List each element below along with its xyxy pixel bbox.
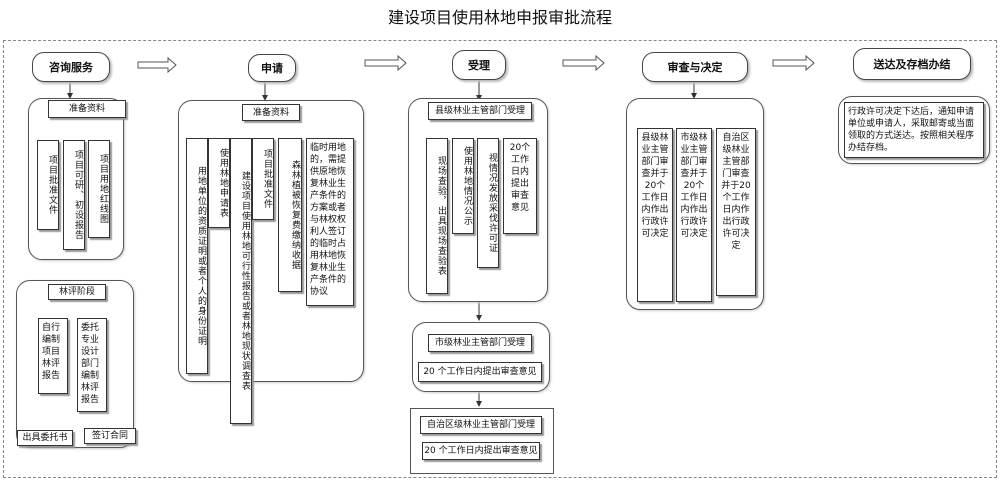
consult-assess-subitem: 出具委托书: [17, 430, 73, 446]
accept-county-item: 20个工作日内提出审查意见: [503, 138, 537, 234]
accept-county-item: 现场查验，出具现场查验表: [426, 138, 448, 294]
accept-region-title: 自治区级林业主管部门受理: [420, 416, 542, 434]
apply-item: 用地单位的资质证明或者个人的身份证明: [186, 138, 208, 374]
apply-temp-note: 临时用地的，需提供原地恢复林业生产条件的方案或者与林权权利人签订的临时占用林地恢…: [306, 138, 354, 306]
stage-consult: 咨询服务: [32, 52, 110, 82]
review-item: 市级林业主管部门审查并于20个工作日内作出行政许可决定: [676, 128, 712, 302]
accept-region-note: 20 个工作日内提出审查意见: [422, 442, 540, 460]
apply-item: 建设项目使用林地可行性报告或者林地现状调查表: [230, 138, 252, 424]
review-item: 自治区级林业主管部门审查并于20个工作日内作出行政许可决定: [716, 128, 756, 296]
stage-arrow-2: [364, 54, 407, 72]
stage-apply: 申请: [248, 54, 296, 82]
stage-deliver: 送达及存档办结: [853, 48, 971, 80]
accept-county-title: 县级林业主管部门受理: [428, 102, 532, 120]
review-item: 县级林业主管部门审查并于20个工作日内作出行政许可决定: [637, 128, 673, 302]
consult-prep-item: 项目批准文件: [37, 140, 59, 230]
consult-prep-item: 项目可研、初设报告: [63, 140, 85, 250]
stage-arrow-1: [137, 56, 177, 74]
consult-assess-subitem: 签订合同: [84, 428, 136, 444]
accept-city-title: 市级林业主管部门受理: [428, 334, 532, 352]
page-title: 建设项目使用林地申报审批流程: [387, 8, 612, 27]
consult-assess-group: [16, 280, 134, 448]
consult-assess-item: 自行编制项目林评报告: [38, 318, 68, 394]
apply-item: 项目批准文件: [252, 138, 274, 220]
consult-prep-title: 准备资料: [48, 100, 126, 118]
stage-accept: 受理: [452, 50, 506, 80]
stage-review: 审查与决定: [642, 52, 748, 82]
stage-arrow-4: [772, 54, 815, 72]
apply-item: 使用林地申请表: [208, 138, 230, 228]
consult-assess-title: 林评阶段: [48, 284, 106, 300]
apply-prep-title: 准备资料: [242, 104, 300, 121]
consult-assess-item: 委托专业设计部门编制林评报告: [77, 318, 107, 412]
accept-county-item: 视情况发放采伐许可证: [477, 138, 499, 268]
accept-city-note: 20 个工作日内提出审查意见: [418, 362, 542, 382]
accept-county-item: 使用林地情况公示: [452, 138, 474, 234]
deliver-note: 行政许可决定下达后，通知申请单位或申请人，采取邮寄或当面领取的方式送达。按照相关…: [844, 102, 984, 158]
stage-arrow-3: [562, 54, 605, 72]
consult-prep-item: 项目用地红线图: [88, 140, 110, 238]
flow-frame: [3, 40, 997, 478]
apply-item: 森林植被恢复费缴纳收据: [278, 138, 302, 292]
